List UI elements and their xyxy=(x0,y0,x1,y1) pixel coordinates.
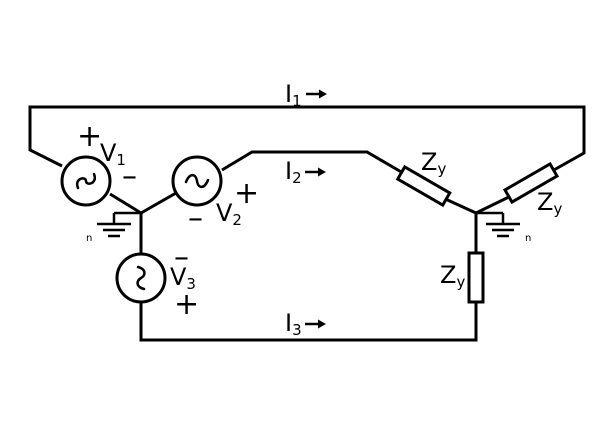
v3-plus-sign: + xyxy=(174,287,199,322)
current-label-i1: I1 xyxy=(285,80,302,110)
wire-phase-1 xyxy=(28,105,586,177)
source-label-v3: V3 xyxy=(170,263,196,293)
load-ground-icon xyxy=(476,211,520,238)
wire-phase-2 xyxy=(221,150,404,175)
current-label-i3: I3 xyxy=(285,309,302,339)
impedance-label-z1: Zy xyxy=(537,188,562,218)
source-label-v1: V1 xyxy=(100,139,126,169)
impedance-phase-1 xyxy=(502,161,560,205)
source-label-v2: V2 xyxy=(216,199,242,229)
current-arrow-1-icon xyxy=(306,89,327,99)
load-neutral-label: n xyxy=(525,233,531,244)
current-label-i2: I2 xyxy=(285,157,302,187)
wire-phase-3 xyxy=(139,302,478,342)
tilde-icon xyxy=(136,265,146,291)
impedance-phase-2 xyxy=(395,164,452,208)
wire-v2-neutral xyxy=(140,191,177,215)
tilde-icon xyxy=(184,173,210,189)
impedance-label-z2: Zy xyxy=(421,148,446,178)
v3-minus-sign: – xyxy=(174,240,189,275)
v1-plus-sign: + xyxy=(77,119,102,154)
source-neutral-label: n xyxy=(86,233,92,244)
wire-z1-load-neutral xyxy=(475,193,514,215)
impedance-phase-3 xyxy=(467,251,485,304)
v2-plus-sign: + xyxy=(234,176,259,211)
impedance-label-z3: Zy xyxy=(440,261,465,291)
source-v1 xyxy=(60,155,112,207)
source-v3 xyxy=(115,252,167,304)
source-ground-icon xyxy=(97,211,141,238)
wire-v1-neutral xyxy=(109,192,142,215)
source-v2 xyxy=(171,155,223,207)
current-arrow-2-icon xyxy=(305,167,326,177)
v1-minus-sign: – xyxy=(122,159,137,194)
current-arrow-3-icon xyxy=(305,319,326,329)
v2-minus-sign: – xyxy=(188,201,203,236)
tilde-icon xyxy=(75,172,97,190)
